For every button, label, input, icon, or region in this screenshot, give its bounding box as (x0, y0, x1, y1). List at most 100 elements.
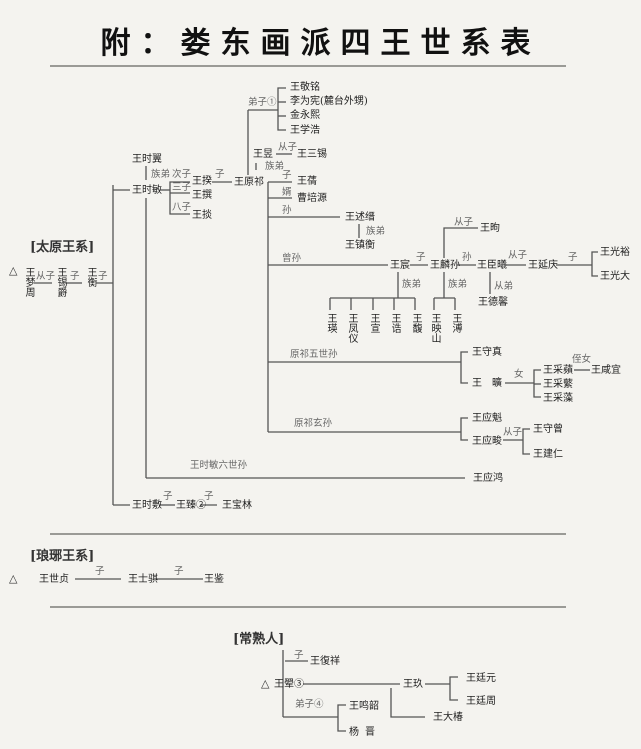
triangle-marker-icon: △ (9, 572, 18, 585)
person-wang-tingzhou: 王廷周 (466, 696, 496, 707)
person-wang-mengzhou: 王梦周 (23, 267, 34, 297)
person-wang-fu: 王馥 (410, 313, 421, 333)
person-wang-qian: 王蒨 (297, 176, 317, 187)
person-wang-guangyu: 王光裕 (600, 247, 630, 258)
relation-label: 族弟 (402, 279, 422, 290)
person-wang-caifan: 王采蘩 (543, 379, 573, 390)
relation-label: 孙 (462, 252, 472, 263)
relation-label: 族弟 (151, 169, 171, 180)
person-wang-fuxiang: 王復祥 (310, 656, 340, 667)
person-wang-shiqi: 王士骐 (128, 574, 158, 585)
person-wang-shan: 王掞 (192, 210, 212, 221)
triangle-marker-icon: △ (9, 264, 18, 277)
relation-label: 从子 (508, 250, 528, 261)
page-title: 附：娄东画派四王世系表 (100, 26, 541, 61)
person-wang-zhen: 王臻② (176, 500, 206, 511)
relation-label: 子 (282, 170, 292, 181)
person-wang-shifu: 王时敷 (132, 500, 162, 511)
person-wang-yixi: 王臣曦 (477, 260, 507, 271)
relation-label: 弟子④ (295, 699, 324, 710)
person-wang-baolin: 王宝林 (222, 500, 252, 511)
relation-label: 子 (215, 169, 225, 180)
disciple-1: 王敬铭 (290, 82, 320, 93)
person-cao-peiyuan: 曹培源 (297, 193, 327, 204)
person-wang-linsun: 王麟孙 (430, 260, 460, 271)
person-wang-pu: 王溥 (450, 313, 461, 333)
relation-label: 从子 (278, 142, 298, 153)
person-wang-zhenheng: 王镇衡 (345, 240, 375, 251)
relation-label: 侄女 (572, 354, 592, 365)
person-wang-yingjun: 王应畯 (472, 436, 502, 447)
relation-label: 孙 (282, 205, 292, 216)
disciple-3: 金永熙 (290, 110, 320, 121)
person-wang-yinghong: 王应鸿 (473, 473, 503, 484)
relation-label: 从子 (454, 217, 474, 228)
section-title-langye: [琅琊王系] (30, 549, 95, 564)
person-wang-fengyi: 王凤仪 (346, 313, 357, 343)
person-wang-dezhao: 王德馨 (478, 297, 508, 308)
relation-label: 子 (174, 566, 184, 577)
person-wang-tingyuan: 王廷元 (466, 673, 496, 684)
relation-label: 曾孙 (282, 253, 302, 264)
section-title-taiyuan: [太原王系] (30, 240, 95, 255)
disciple-4: 王学浩 (290, 125, 320, 136)
person-wang-sanxi: 王三锡 (297, 149, 327, 160)
divider-bottom (50, 606, 566, 608)
relation-label: 族弟 (265, 161, 285, 172)
relation-label: 子 (204, 491, 214, 502)
relation-label: 族弟 (366, 226, 386, 237)
relation-label: 子 (98, 271, 108, 282)
person-wang-shouzeng: 王守曾 (533, 424, 563, 435)
person-wang-caizao: 王采藻 (543, 393, 573, 404)
generation-label: 原祁五世孙 (290, 349, 338, 360)
person-wang-shizhen: 王世贞 (39, 574, 69, 585)
relation-label: 从子 (503, 427, 523, 438)
person-wang-yanqing: 王延庆 (528, 260, 558, 271)
generation-label: 王时敏六世孙 (190, 460, 248, 471)
relation-label: 族弟 (448, 279, 468, 290)
triangle-marker-icon: △ (261, 677, 270, 690)
person-wang-ying: 王瑛 (325, 313, 336, 333)
person-wang-yingshan: 王映山 (429, 313, 440, 343)
relation-label: 八子 (172, 202, 192, 213)
relation-label: 子 (416, 252, 426, 263)
person-wang-yuanqi: 王原祁 (234, 177, 264, 188)
person-wang-caiping: 王采蘋 (543, 365, 573, 376)
person-wang-shiyi: 王时翼 (132, 154, 162, 165)
relation-label: 从弟 (494, 281, 514, 292)
person-wang-jian: 王鉴 (204, 574, 224, 585)
relation-label: 女 (514, 369, 524, 380)
person-wang-xianyi: 王咸宜 (591, 365, 621, 376)
relation-label: 次子 (172, 169, 192, 180)
relation-label: 子 (568, 252, 578, 263)
person-wang-jiu: 王玖 (403, 679, 423, 690)
disciple-2: 李为宪(麓台外甥) (290, 96, 368, 107)
divider-middle (50, 533, 566, 535)
relation-label: 婿 (282, 187, 292, 198)
relation-label: 子 (294, 650, 304, 661)
person-wang-chen: 王宸 (390, 260, 410, 271)
person-wang-guangda: 王光大 (600, 271, 630, 282)
relation-label: 三子 (172, 182, 192, 193)
person-wang-zhuan: 王撰 (192, 190, 212, 201)
relation-label: 子 (95, 566, 105, 577)
relation-label: 弟子① (248, 97, 277, 108)
person-wang-kuang: 王曠 (472, 378, 512, 389)
person-wang-jianren: 王建仁 (533, 449, 563, 460)
section-title-changshu: [常熟人] (233, 632, 285, 647)
person-wang-yingkui: 王应魁 (472, 413, 502, 424)
person-wang-shouzhen: 王守真 (472, 347, 502, 358)
person-wang-xuan: 王宣 (368, 313, 379, 333)
person-wang-xu: 王昫 (480, 223, 500, 234)
person-wang-hui: 王翚③ (274, 679, 304, 690)
person-wang-mingshao: 王鸣韶 (349, 701, 379, 712)
relation-label: 子 (70, 271, 80, 282)
relation-label: 子 (163, 491, 173, 502)
person-wang-kui: 王揆 (192, 176, 212, 187)
person-wang-xijue: 王锡爵 (55, 267, 66, 297)
person-wang-yu: 王昱 (253, 149, 273, 160)
person-wang-heng: 王衡 (85, 267, 96, 287)
divider-top (50, 65, 566, 67)
generation-label: 原祁玄孙 (294, 418, 333, 429)
